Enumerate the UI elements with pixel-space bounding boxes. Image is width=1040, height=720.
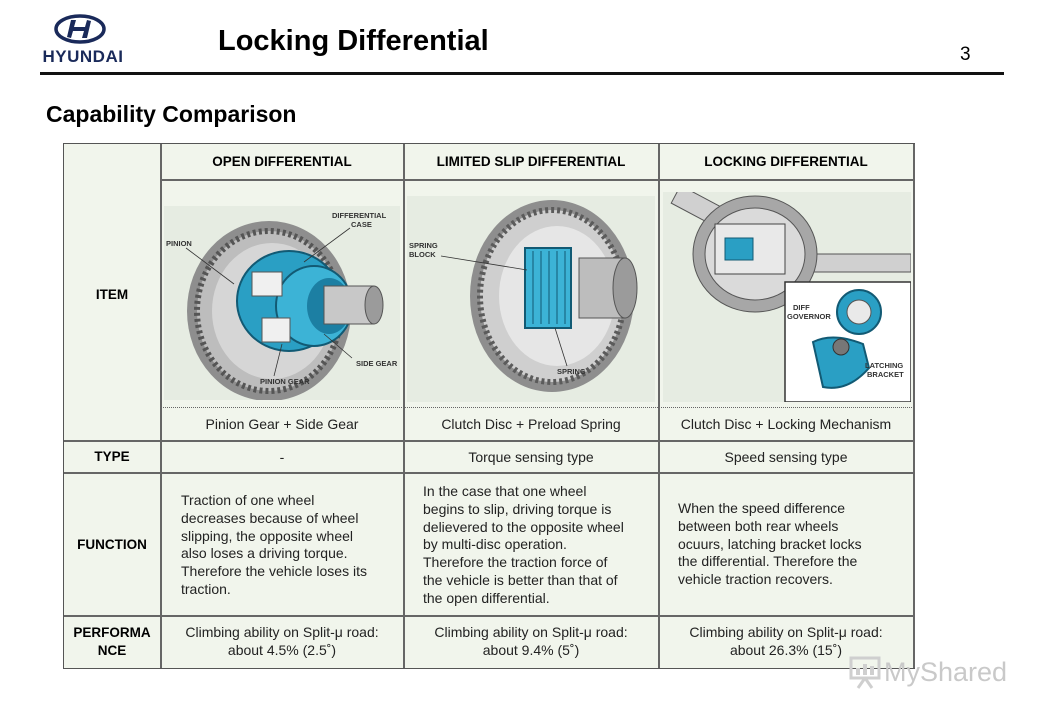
side-gear-blue [236,250,384,352]
clutch-pack-blue [524,247,572,329]
hyundai-logo: HYUNDAI [38,14,128,66]
label-diff: DIFF [793,303,810,312]
type-locking: Speed sensing type [724,448,848,465]
label-block: BLOCK [409,250,436,259]
comparison-table: OPEN DIFFERENTIAL LIMITED SLIP DIFFERENT… [63,143,915,669]
function-open-line: slipping, the opposite wheel [181,527,354,544]
function-lsd-line: begins to slip, driving torque is [423,500,612,517]
grid-line [160,179,914,181]
open-differential-illustration: PINION DIFFERENTIAL CASE PINION GEAR SID… [164,206,400,400]
grid-line [64,472,914,474]
presentation-board-icon [849,656,881,689]
label-side-gear: SIDE GEAR [356,359,398,368]
type-lsd: Torque sensing type [468,448,594,465]
function-open: Traction of one wheel decreases because … [181,492,403,599]
item-lsd: Clutch Disc + Preload Spring [441,416,621,432]
function-open-line: decreases because of wheel [181,509,359,526]
label-latching: LATCHING [865,361,903,370]
header-divider [40,72,1004,75]
function-locking-line: the differential. Therefore the [678,553,858,570]
performance-locking: Climbing ability on Split-μ road: about … [659,624,913,659]
performance-lsd: Climbing ability on Split-μ road: about … [404,624,658,659]
diff-case [692,195,818,313]
performance-open-line: about 4.5% (2.5˚) [227,641,337,658]
function-locking-line: between both rear wheels [678,517,839,534]
column-header-locking: LOCKING DIFFERENTIAL [704,154,868,169]
item-open: Pinion Gear + Side Gear [205,416,359,432]
grid-line [160,144,162,668]
label-pinion-gear: PINION GEAR [260,377,310,386]
locking-differential-illustration: DIFF GOVERNOR LATCHING BRACKET [663,192,911,402]
function-open-line: Traction of one wheel [181,492,315,508]
function-lsd-line: delievered to the opposite wheel [423,518,624,535]
performance-open-line: Climbing ability on Split-μ road: [185,624,379,640]
row-header-type: TYPE [94,449,130,464]
grid-line [913,144,915,668]
function-lsd-line: the vehicle is better than that of [423,571,618,588]
watermark-text: MyShared [884,657,1008,687]
pinion-gear [251,271,291,343]
column-header-open: OPEN DIFFERENTIAL [212,154,352,169]
row-header-performance-line1: PERFORMA [73,625,151,640]
function-lsd: In the case that one wheel begins to sli… [423,483,658,608]
grid-line [403,144,405,668]
label-differential: DIFFERENTIAL [332,211,387,220]
row-header-performance: PERFORMA NCE [64,616,160,668]
row-header-function: FUNCTION [77,536,147,552]
hyundai-emblem-icon [54,14,106,44]
column-header-lsd: LIMITED SLIP DIFFERENTIAL [436,154,626,169]
function-lsd-line: Therefore the traction force of [423,554,608,571]
function-locking: When the speed difference between both r… [678,500,913,589]
performance-lsd-line: Climbing ability on Split-μ road: [434,624,628,640]
function-open-line: Therefore the vehicle loses its [181,563,367,580]
brand-wordmark: HYUNDAI [42,47,124,66]
function-locking-line: When the speed difference [678,500,846,516]
limited-slip-differential-illustration: SPRING BLOCK SPRING [407,196,655,402]
function-open-line: also loses a driving torque. [181,545,348,562]
function-lsd-line: the open differential. [423,589,550,606]
performance-locking-line: about 26.3% (15˚) [729,641,843,658]
label-bracket: BRACKET [867,370,904,379]
grid-line [64,615,914,617]
type-open: - [279,448,285,465]
function-locking-line: vehicle traction recovers. [678,571,833,588]
row-header-performance-line2: NCE [97,643,127,658]
performance-locking-line: Climbing ability on Split-μ road: [689,624,883,640]
item-locking: Clutch Disc + Locking Mechanism [680,416,892,432]
function-lsd-line: by multi-disc operation. [423,536,567,553]
section-subtitle: Capability Comparison [46,101,297,127]
function-open-line: traction. [181,580,231,597]
label-spring: SPRING [409,241,438,250]
row-header-item: ITEM [95,286,129,302]
inset-governor [784,281,911,402]
label-governor: GOVERNOR [787,312,831,321]
watermark: MyShared [848,654,1008,694]
page-number: 3 [960,44,971,65]
function-locking-line: ocuurs, latching bracket locks [678,535,862,552]
label-spring-2: SPRING [557,367,586,376]
grid-line [64,440,914,442]
grid-dotted-line [160,407,914,408]
performance-lsd-line: about 9.4% (5˚) [482,641,580,658]
label-pinion: PINION [166,239,192,248]
label-case: CASE [351,220,372,229]
slide-title: Locking Differential [218,25,489,57]
grid-line [658,144,660,668]
performance-open: Climbing ability on Split-μ road: about … [161,624,403,659]
housing [578,257,638,319]
function-lsd-line: In the case that one wheel [423,483,587,499]
